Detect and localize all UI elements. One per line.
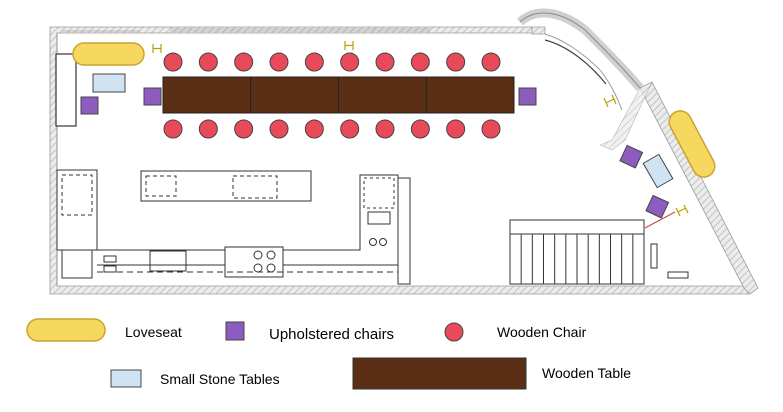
stone-table-right bbox=[642, 153, 674, 189]
wooden-table-section bbox=[425, 76, 515, 114]
upholstered-chair bbox=[518, 87, 537, 106]
bay-window bbox=[516, 8, 644, 111]
wooden-chair bbox=[481, 52, 501, 72]
stone-table-icon bbox=[110, 369, 142, 388]
wooden-table-section bbox=[338, 76, 427, 114]
wooden-chair bbox=[269, 119, 289, 139]
upholstered-chair bbox=[645, 194, 670, 219]
wooden-chair bbox=[410, 119, 430, 139]
wooden-chair bbox=[304, 119, 324, 139]
door-markers bbox=[152, 41, 689, 217]
wooden-chair bbox=[446, 119, 466, 139]
wooden-chair bbox=[234, 52, 254, 72]
wooden-chair bbox=[163, 52, 183, 72]
stone-table-left bbox=[92, 73, 126, 93]
wooden-chair bbox=[481, 119, 501, 139]
legend: Loveseat Upholstered chairs Wooden Chair… bbox=[26, 318, 631, 390]
wooden-chairs-top-row bbox=[163, 52, 501, 72]
left-cabinet bbox=[55, 53, 77, 127]
wooden-table-icon bbox=[352, 357, 527, 390]
wooden-chair bbox=[234, 119, 254, 139]
upholstered-chair bbox=[619, 144, 644, 169]
wooden-chair bbox=[375, 119, 395, 139]
upholstered-chair bbox=[143, 87, 162, 106]
legend-label-loveseat: Loveseat bbox=[125, 324, 182, 340]
legend-label-upholstered-chairs: Upholstered chairs bbox=[269, 326, 394, 343]
upholstered-chairs bbox=[80, 87, 670, 219]
legend-label-wooden-table: Wooden Table bbox=[542, 365, 631, 381]
kitchen-counters bbox=[56, 169, 411, 285]
wooden-chair bbox=[410, 52, 430, 72]
upholstered-chair-icon bbox=[225, 321, 245, 341]
wooden-chair bbox=[340, 52, 360, 72]
wooden-chair bbox=[446, 52, 466, 72]
wooden-chair bbox=[375, 52, 395, 72]
wooden-chairs-bottom-row bbox=[163, 119, 501, 139]
wooden-table-section bbox=[162, 76, 252, 114]
small-fixture bbox=[650, 243, 658, 269]
wooden-chair bbox=[163, 119, 183, 139]
wooden-table bbox=[162, 76, 515, 114]
door-swing bbox=[644, 211, 676, 229]
upholstered-chair bbox=[80, 96, 99, 115]
loveseat-icon bbox=[26, 318, 106, 342]
wooden-chair bbox=[198, 52, 218, 72]
legend-label-small-stone-tables: Small Stone Tables bbox=[160, 371, 280, 387]
wooden-chair bbox=[269, 52, 289, 72]
staircase bbox=[509, 219, 645, 285]
wooden-chair bbox=[340, 119, 360, 139]
wooden-chair bbox=[198, 119, 218, 139]
wooden-chair-icon bbox=[444, 322, 464, 342]
loveseat-right bbox=[668, 110, 716, 178]
wooden-table-section bbox=[250, 76, 339, 114]
legend-label-wooden-chair: Wooden Chair bbox=[497, 324, 587, 340]
loveseat-top-left bbox=[72, 42, 145, 66]
small-fixture bbox=[667, 271, 689, 279]
wooden-chair bbox=[304, 52, 324, 72]
